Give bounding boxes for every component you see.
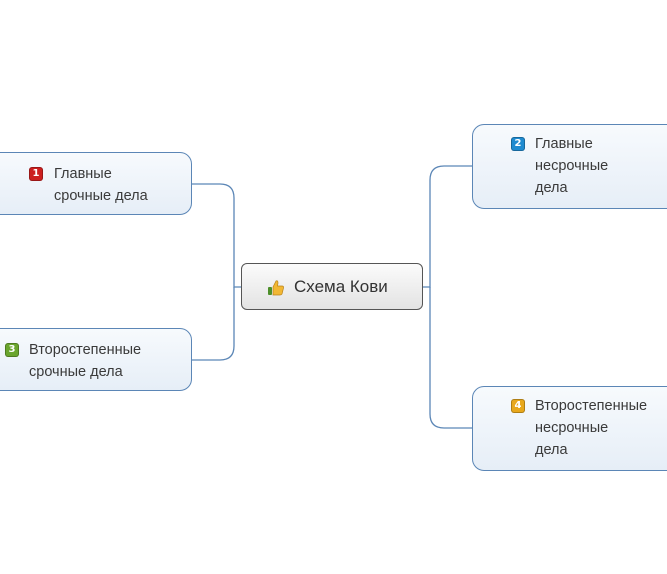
quadrant-4-label: Второстепенные несрочные дела: [535, 398, 648, 458]
quadrant-2-node[interactable]: 2 Главные несрочные дела: [472, 124, 667, 209]
quadrant-2-label: Главные несрочные дела: [535, 136, 609, 196]
connector-center-to-q4: [429, 287, 472, 429]
thumbs-up-icon: [268, 280, 284, 296]
quadrant-3-node[interactable]: 3 Второстепенные срочные дела: [0, 328, 192, 391]
quadrant-1-label: Главные срочные дела: [54, 166, 148, 204]
priority-3-badge: 3: [5, 343, 19, 357]
priority-2-badge: 2: [511, 137, 525, 151]
quadrant-1-node[interactable]: 1 Главные срочные дела: [0, 152, 192, 215]
connector-center-to-q3: [192, 287, 235, 361]
connector-center-to-q1: [192, 183, 241, 288]
quadrant-4-node[interactable]: 4 Второстепенные несрочные дела: [472, 386, 667, 471]
central-topic-node[interactable]: Схема Кови: [241, 263, 423, 310]
connector-center-to-q2: [423, 165, 472, 288]
quadrant-3-label: Второстепенные срочные дела: [29, 342, 142, 380]
central-topic-label: Схема Кови: [294, 277, 388, 296]
priority-4-badge: 4: [511, 399, 525, 413]
priority-1-badge: 1: [29, 167, 43, 181]
